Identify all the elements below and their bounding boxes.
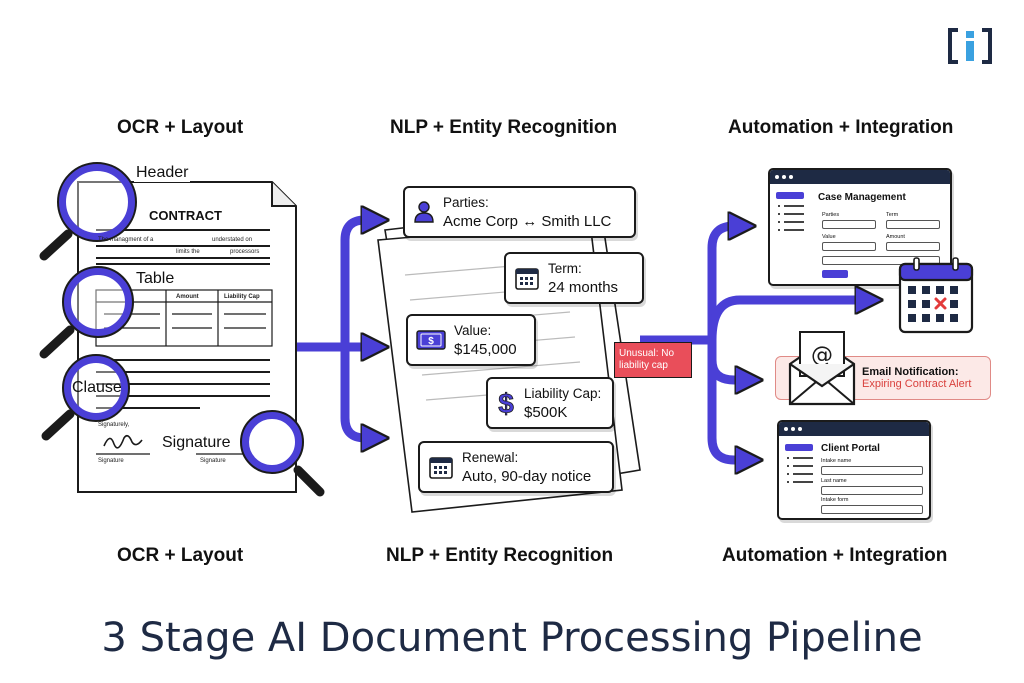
field-label: Term (886, 212, 899, 218)
entity-value: $500K (524, 404, 568, 421)
stage-caption-ocr: OCR + Layout (117, 545, 244, 566)
doc-text: Signaturely, (98, 422, 130, 428)
field-label: Last name (821, 478, 847, 484)
case-field[interactable] (822, 220, 876, 229)
entity-value: $145,000 (454, 341, 517, 358)
portal-field[interactable] (821, 466, 923, 475)
stage-title-automation: Automation + Integration (728, 117, 954, 138)
liability-alert-flag: Unusual: No liability cap (614, 342, 692, 378)
clause-label: Clause (72, 379, 122, 396)
table-header-liability: Liability Cap (224, 294, 260, 300)
entity-card-parties: Parties: Acme Corp ↔ Smith LLC (403, 186, 636, 238)
magnifier-icon (39, 162, 137, 261)
field-label: Intake name (821, 458, 852, 464)
entity-card-term: Term: 24 months (504, 252, 644, 304)
doc-text: understated on (212, 237, 253, 243)
table-header-amount: Amount (176, 294, 199, 300)
entity-label: Term: (548, 261, 582, 276)
case-submit-button[interactable] (822, 270, 848, 278)
doc-text: The managment of a (98, 237, 154, 243)
svg-text:$: $ (428, 336, 434, 347)
entity-card-liability-cap: $ Liability Cap: $500K (486, 377, 614, 429)
magnifier-icon (39, 266, 134, 359)
magnifier-icon (41, 354, 130, 441)
field-label: Parties (822, 212, 840, 218)
stage-title-nlp: NLP + Entity Recognition (390, 117, 618, 138)
field-label: Amount (886, 234, 905, 240)
magnifier-icon (240, 410, 325, 497)
email-notification-subtitle: Expiring Contract Alert (862, 378, 972, 390)
dollar-sign-icon: $ (498, 388, 515, 418)
field-label: Value (822, 234, 836, 240)
table-label: Table (134, 270, 177, 288)
case-field[interactable] (822, 242, 876, 251)
person-icon (414, 201, 434, 223)
doc-text: limits the (176, 249, 200, 255)
email-at-symbol: @ (811, 343, 833, 368)
entity-label: Renewal: (462, 450, 519, 465)
contract-title: CONTRACT (149, 208, 222, 223)
portal-field[interactable] (821, 505, 923, 514)
entity-card-renewal: Renewal: Auto, 90-day notice (418, 441, 614, 493)
calendar-icon (429, 457, 453, 479)
header-label: Header (134, 164, 191, 182)
case-field[interactable] (822, 256, 940, 265)
entity-label: Parties: (443, 195, 489, 210)
signature-label: Signature (162, 434, 231, 451)
doc-text: processors (230, 249, 260, 255)
case-field[interactable] (886, 220, 940, 229)
case-management-title: Case Management (818, 192, 906, 203)
envelope-icon: @ (788, 331, 856, 406)
arrows-nlp-to-automation (640, 226, 872, 460)
email-notification-title: Email Notification: (862, 366, 959, 378)
arrows-ocr-to-nlp (296, 220, 378, 438)
field-label: Intake form (821, 497, 849, 503)
case-field[interactable] (886, 242, 940, 251)
entity-value: 24 months (548, 279, 619, 296)
signature-caption: Signature (200, 458, 226, 464)
portal-field[interactable] (821, 486, 923, 495)
svg-text:$: $ (498, 388, 514, 418)
dollar-bill-icon: $ (416, 330, 446, 350)
contract-document (77, 181, 297, 493)
entity-value: Auto, 90-day notice (462, 468, 592, 485)
entity-label: Liability Cap: (524, 386, 602, 401)
stage-caption-nlp: NLP + Entity Recognition (386, 545, 614, 566)
entity-card-value: $ Value: $145,000 (406, 314, 536, 366)
calendar-icon (515, 268, 539, 290)
page-title: 3 Stage AI Document Processing Pipeline (101, 615, 923, 661)
calendar-icon (898, 257, 974, 334)
stage-title-ocr: OCR + Layout (117, 117, 244, 138)
brand-logo (948, 28, 992, 66)
entity-value: Acme Corp ↔ Smith LLC (443, 213, 612, 230)
signature-caption: Signature (98, 458, 124, 464)
client-portal-window: Client Portal Intake name Last name Inta… (777, 420, 931, 520)
stage-caption-automation: Automation + Integration (722, 545, 948, 566)
entity-label: Value: (454, 323, 492, 338)
client-portal-title: Client Portal (821, 443, 880, 454)
